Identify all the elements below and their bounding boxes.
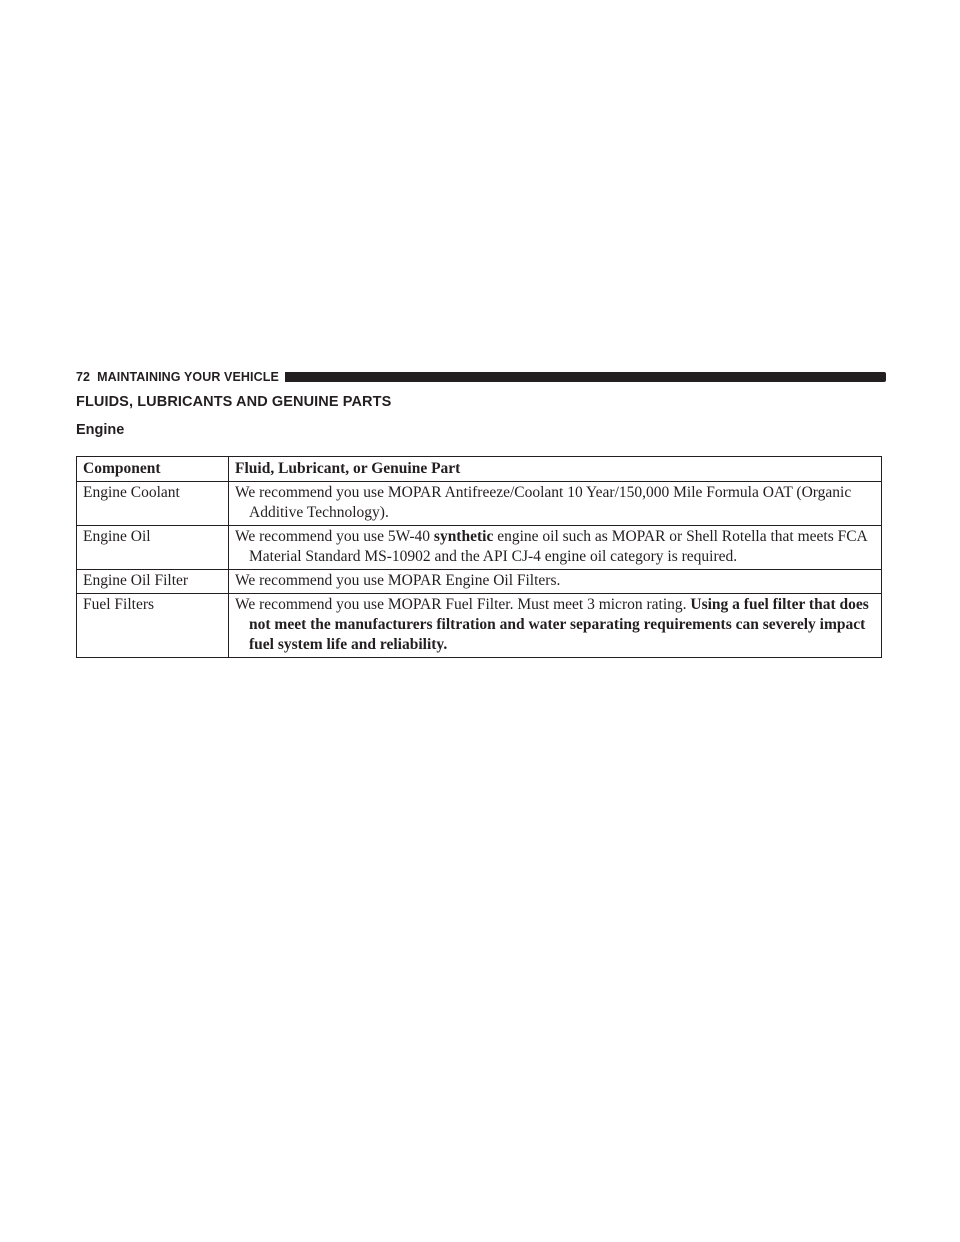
description-cell: We recommend you use MOPAR Fuel Filter. … [228, 593, 882, 658]
subsection-title: Engine [76, 422, 125, 438]
section-title: FLUIDS, LUBRICANTS AND GENUINE PARTS [76, 394, 392, 410]
column-header-component: Component [76, 456, 229, 482]
table-row: Fuel Filters We recommend you use MOPAR … [76, 593, 882, 658]
description-text: We recommend you use MOPAR Engine Oil Fi… [235, 572, 561, 589]
description-text: We recommend you use MOPAR Fuel Filter. … [235, 596, 691, 613]
description-text: We recommend you use 5W-40 [235, 528, 434, 545]
fluids-table: Component Fluid, Lubricant, or Genuine P… [76, 456, 882, 658]
description-text-end: engine oil such as MOPAR or Shell Rotell… [249, 528, 867, 565]
description-cell: We recommend you use 5W-40 synthetic eng… [228, 525, 882, 570]
page-header: 72 MAINTAINING YOUR VEHICLE [76, 368, 886, 386]
table-row: Engine Oil Filter We recommend you use M… [76, 569, 882, 594]
component-cell: Fuel Filters [76, 593, 229, 658]
description-cell: We recommend you use MOPAR Antifreeze/Co… [228, 481, 882, 526]
description-emphasis: Using a fuel filter that does not meet t… [249, 596, 869, 653]
component-cell: Engine Oil Filter [76, 569, 229, 594]
column-header-fluid: Fluid, Lubricant, or Genuine Part [228, 456, 882, 482]
component-cell: Engine Oil [76, 525, 229, 570]
table-row: Engine Oil We recommend you use 5W-40 sy… [76, 525, 882, 570]
header-rule [284, 372, 886, 382]
table-header-row: Component Fluid, Lubricant, or Genuine P… [76, 456, 882, 482]
section-name: MAINTAINING YOUR VEHICLE [97, 370, 279, 384]
description-cell: We recommend you use MOPAR Engine Oil Fi… [228, 569, 882, 594]
description-text: We recommend you use MOPAR Antifreeze/Co… [235, 484, 852, 521]
description-emphasis: synthetic [433, 528, 494, 545]
page-number: 72 [76, 370, 91, 384]
component-cell: Engine Coolant [76, 481, 229, 526]
table-row: Engine Coolant We recommend you use MOPA… [76, 481, 882, 526]
